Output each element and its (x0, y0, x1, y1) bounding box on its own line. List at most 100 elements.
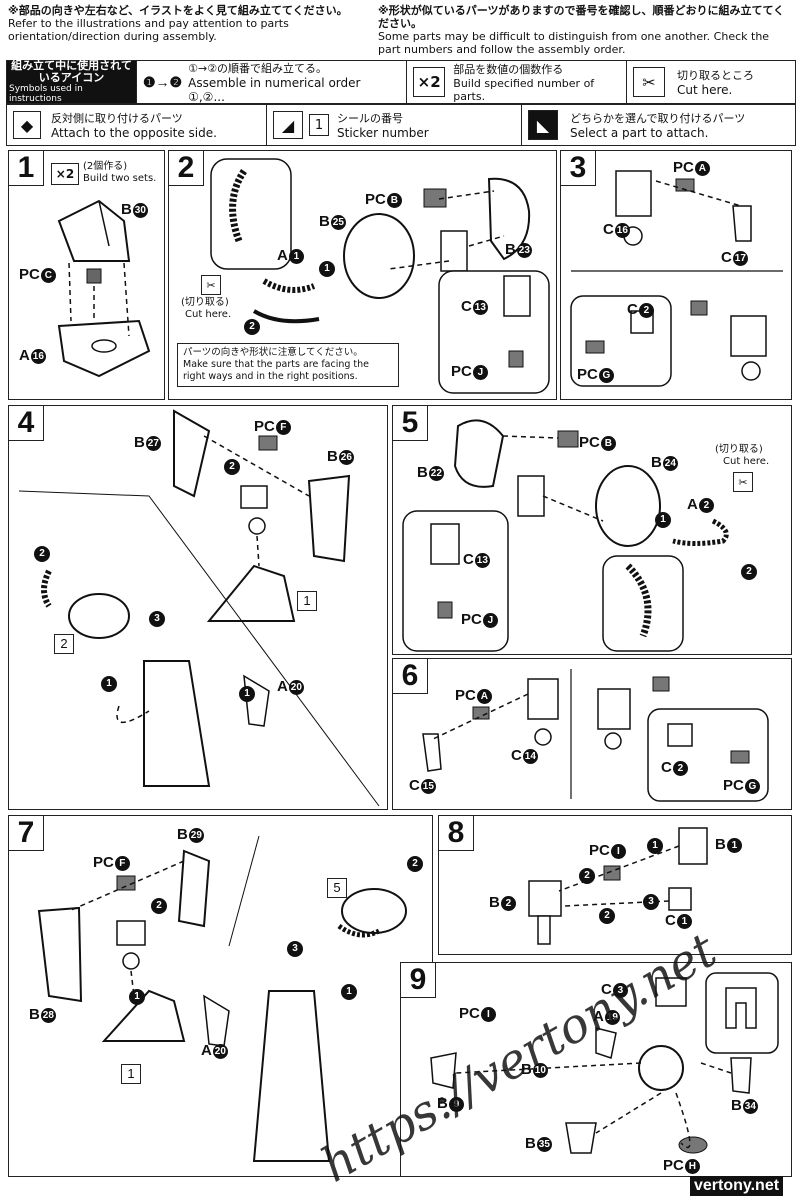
part-letter: PC (254, 418, 275, 435)
sticker-number: 2 (54, 634, 74, 654)
part-letter: A (593, 1008, 604, 1025)
sticker-number: 1 (121, 1064, 141, 1084)
order-marker: 1 (101, 676, 117, 692)
step-number: 2 (169, 151, 204, 186)
order-marker: 2 (407, 856, 423, 872)
part-letter: B (521, 1061, 532, 1078)
legend-header-en: Symbols used in instructions (9, 84, 83, 104)
part-number: 14 (522, 748, 538, 764)
part-letter: C (463, 551, 474, 568)
step-6-illustration (422, 669, 769, 802)
order-marker: 3 (149, 611, 165, 627)
legend-row-2: ◆ 反対側に取り付けるパーツ Attach to the opposite si… (6, 104, 796, 146)
part-letter: B (319, 213, 330, 230)
part-letter: PC (455, 687, 476, 704)
opposite-side-icon: ◆ (13, 111, 41, 139)
part-letter: PC (19, 266, 40, 283)
part-letter: C (409, 777, 420, 794)
part-letter: C (721, 249, 732, 266)
order-marker: 2 (34, 546, 50, 562)
part-letter: A (277, 678, 288, 695)
part-letter: A (201, 1042, 212, 1059)
part-number: A (476, 688, 492, 704)
cut-label-en: Cut here. (723, 456, 770, 467)
part-letter: B (651, 454, 662, 471)
build-count-jp: (2個作る) (83, 161, 128, 172)
part-letter: C (627, 301, 638, 318)
step-number: 5 (393, 406, 428, 441)
part-number: 35 (536, 1136, 552, 1152)
cut-label-jp: (切り取る) (715, 444, 763, 455)
legend-select-jp: どちらかを選んで取り付けるパーツ (570, 112, 746, 125)
part-letter: PC (451, 363, 472, 380)
part-number: B (386, 192, 402, 208)
part-letter: B (505, 241, 516, 258)
cut-label-en: Cut here. (185, 309, 232, 320)
part-letter: A (19, 347, 30, 364)
part-number: 19 (604, 1009, 620, 1025)
legend-header-jp: 組み立て中に使用されているアイコン (11, 59, 132, 84)
order-marker: 2 (244, 319, 260, 335)
part-letter: PC (589, 842, 610, 859)
part-letter: B (489, 894, 500, 911)
sticker-number-icon: 1 (309, 114, 329, 136)
part-number: 2 (672, 760, 688, 776)
note-left-jp: ※部品の向きや左右など、イラストをよく見て組み立ててください。 (8, 4, 348, 17)
part-letter: B (177, 826, 188, 843)
warning-box: パーツの向きや形状に注意してください。 Make sure that the p… (177, 343, 399, 387)
part-letter: PC (461, 611, 482, 628)
legend-numerical-jp: ①→②の順番で組み立てる。 (188, 62, 328, 75)
part-letter: B (417, 464, 428, 481)
part-number: 13 (474, 552, 490, 568)
part-letter: A (687, 496, 698, 513)
warning-en: Make sure that the parts are facing the … (183, 359, 370, 382)
part-number: 2 (638, 302, 654, 318)
part-letter: C (665, 912, 676, 929)
part-letter: B (29, 1006, 40, 1023)
legend-sticker-en: Sticker number (337, 126, 429, 140)
step-number: 3 (561, 151, 596, 186)
part-letter: B (715, 836, 726, 853)
note-right-jp: ※形状が似ているパーツがありますので番号を確認し、順番どおりに組み立ててください… (378, 4, 785, 30)
part-number: 27 (145, 435, 161, 451)
part-number: 15 (420, 778, 436, 794)
part-number: 17 (732, 250, 748, 266)
step-4-illustration (18, 409, 380, 807)
part-number: 1 (288, 248, 304, 264)
legend-cut-jp: 切り取るところ (677, 69, 754, 82)
part-letter: C (661, 759, 672, 776)
order-marker: 3 (643, 894, 659, 910)
part-letter: C (461, 298, 472, 315)
part-number: I (480, 1006, 496, 1022)
sticker-peel-icon: ◢ (273, 111, 303, 139)
legend-sticker-jp: シールの番号 (337, 112, 403, 125)
cut-label-jp: (切り取る) (181, 297, 229, 308)
order-marker: 1 (239, 686, 255, 702)
part-letter: B (327, 448, 338, 465)
note-left-en: Refer to the illustrations and pay atten… (8, 17, 289, 43)
